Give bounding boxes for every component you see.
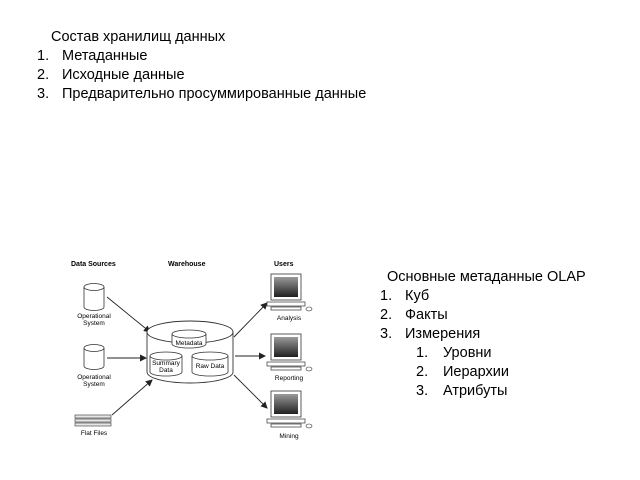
item-label: Исходные данные <box>62 67 185 83</box>
arrow-warehouse-to-user <box>233 374 268 409</box>
warehouse-items: 1. Метаданные 2. Исходные данные 3. Предвар… <box>37 47 366 104</box>
list-item: 3. Измерения <box>380 325 586 344</box>
operational-system-label: System <box>83 381 105 388</box>
item-label: Уровни <box>443 345 492 361</box>
item-label: Иерархии <box>443 364 509 380</box>
raw-data-label: Raw Data <box>196 363 225 370</box>
arrow-source-to-warehouse <box>111 379 153 416</box>
metadata-label: Metadata <box>175 340 202 347</box>
header-warehouse: Warehouse <box>168 261 206 268</box>
header-users: Users <box>274 261 294 268</box>
operational-system-label: Operational <box>77 313 111 320</box>
item-number: 1. <box>380 288 393 304</box>
item-number: 1. <box>37 48 50 64</box>
summary-data-label: Data <box>159 367 173 374</box>
analysis-label: Analysis <box>277 315 302 322</box>
item-number: 2. <box>416 364 429 380</box>
data-warehouse-diagram: Data Sources Warehouse Users Operational… <box>71 261 313 440</box>
arrow-warehouse-to-user <box>233 302 268 338</box>
olap-subitems: 1. Уровни 2. Иерархии 3. Атрибуты <box>380 344 586 401</box>
item-label: Факты <box>405 307 448 323</box>
analysis-workstation-icon <box>266 273 313 312</box>
sub-list-item: 2. Иерархии <box>416 363 586 382</box>
item-label: Куб <box>405 288 430 304</box>
olap-list-title: Основные метаданные OLAP <box>387 269 586 285</box>
flat-files-label: Flat Files <box>81 430 108 437</box>
metadata-store-icon <box>171 329 207 349</box>
warehouse-list-title: Состав хранилищ данных <box>51 29 226 45</box>
operational-system-db-icon <box>83 344 105 370</box>
item-label: Предварительно просуммированные данные <box>62 86 367 102</box>
list-item: 2. Факты <box>380 306 586 325</box>
list-item: 3. Предварительно просуммированные данные <box>37 85 366 104</box>
item-number: 2. <box>380 307 393 323</box>
summary-data-label: Summary <box>152 360 181 367</box>
list-item: 1. Куб <box>380 287 586 306</box>
olap-metadata-list: Основные метаданные OLAP 1. Куб 2. Факты 3… <box>380 268 586 401</box>
operational-system-label: System <box>83 320 105 327</box>
raw-data-store-icon <box>191 351 229 377</box>
mining-workstation-icon <box>266 390 313 429</box>
olap-items: 1. Куб 2. Факты 3. Измерения <box>380 287 586 344</box>
item-number: 3. <box>380 326 393 342</box>
operational-system-db-icon <box>83 283 105 311</box>
warehouse-composition-list: Состав хранилищ данных 1. Метаданные 2. Ис… <box>37 28 366 104</box>
item-number: 1. <box>416 345 429 361</box>
item-label: Измерения <box>405 326 481 342</box>
summary-data-store-icon <box>149 351 183 377</box>
list-item: 2. Исходные данные <box>37 66 366 85</box>
reporting-label: Reporting <box>275 375 304 382</box>
flat-files-icon <box>74 414 112 427</box>
item-label: Метаданные <box>62 48 148 64</box>
sub-list-item: 1. Уровни <box>416 344 586 363</box>
item-label: Атрибуты <box>443 383 508 399</box>
arrow-source-to-warehouse <box>106 296 151 333</box>
list-item: 1. Метаданные <box>37 47 366 66</box>
item-number: 3. <box>416 383 429 399</box>
header-data-sources: Data Sources <box>71 261 116 268</box>
mining-label: Mining <box>279 433 299 440</box>
item-number: 3. <box>37 86 50 102</box>
reporting-workstation-icon <box>266 333 313 372</box>
item-number: 2. <box>37 67 50 83</box>
operational-system-label: Operational <box>77 374 111 381</box>
sub-list-item: 3. Атрибуты <box>416 382 586 401</box>
